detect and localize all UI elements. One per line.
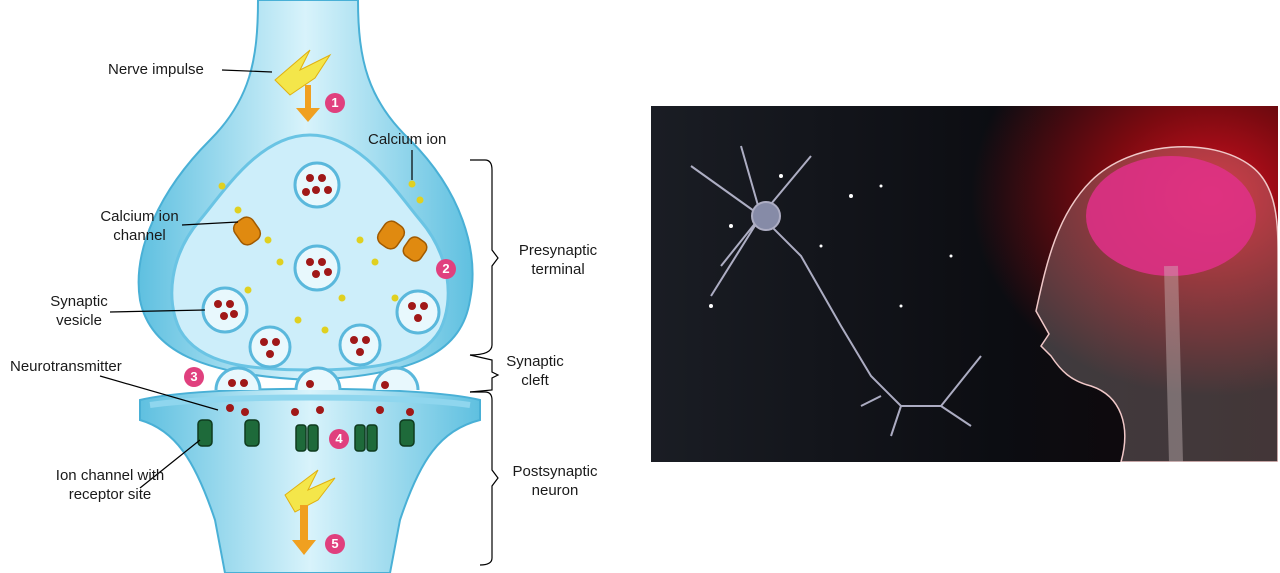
label-neurotransmitter: Neurotransmitter <box>10 358 122 375</box>
label-presynaptic-terminal: Presynaptic terminal <box>518 242 598 278</box>
label-postsynaptic-neuron: Postsynaptic neuron <box>512 463 598 499</box>
synaptic-vesicles <box>201 161 441 391</box>
neuron-icon <box>690 145 982 437</box>
calcium-ion-channels <box>232 216 428 262</box>
label-nerve-impulse: Nerve impulse <box>108 61 204 78</box>
label-calcium-ion: Calcium ion <box>368 131 447 148</box>
label-calcium-ion-channel: Calcium ion channel <box>100 208 179 244</box>
receptor-ion-channels <box>197 419 415 452</box>
step-marker-5: 5 <box>325 534 345 554</box>
label-synaptic-cleft: Synaptic cleft <box>506 353 564 389</box>
synapse-illustration <box>99 0 500 573</box>
leader-lines <box>99 69 500 566</box>
calcium-ions <box>218 180 424 334</box>
neuron-brain-illustration <box>651 106 1278 462</box>
label-ion-channel: Ion channel with receptor site <box>55 467 165 503</box>
brain <box>1086 156 1256 276</box>
step-marker-2: 2 <box>436 259 456 279</box>
neurotransmitters <box>214 174 428 416</box>
neuron-brain-art <box>690 145 1278 462</box>
sparkles <box>709 174 953 308</box>
step-marker-3: 3 <box>184 367 204 387</box>
nerve-impulse-arrow <box>274 49 336 555</box>
label-synaptic-vesicle: Synaptic vesicle <box>50 293 108 329</box>
step-marker-4: 4 <box>329 429 349 449</box>
step-marker-1: 1 <box>325 93 345 113</box>
